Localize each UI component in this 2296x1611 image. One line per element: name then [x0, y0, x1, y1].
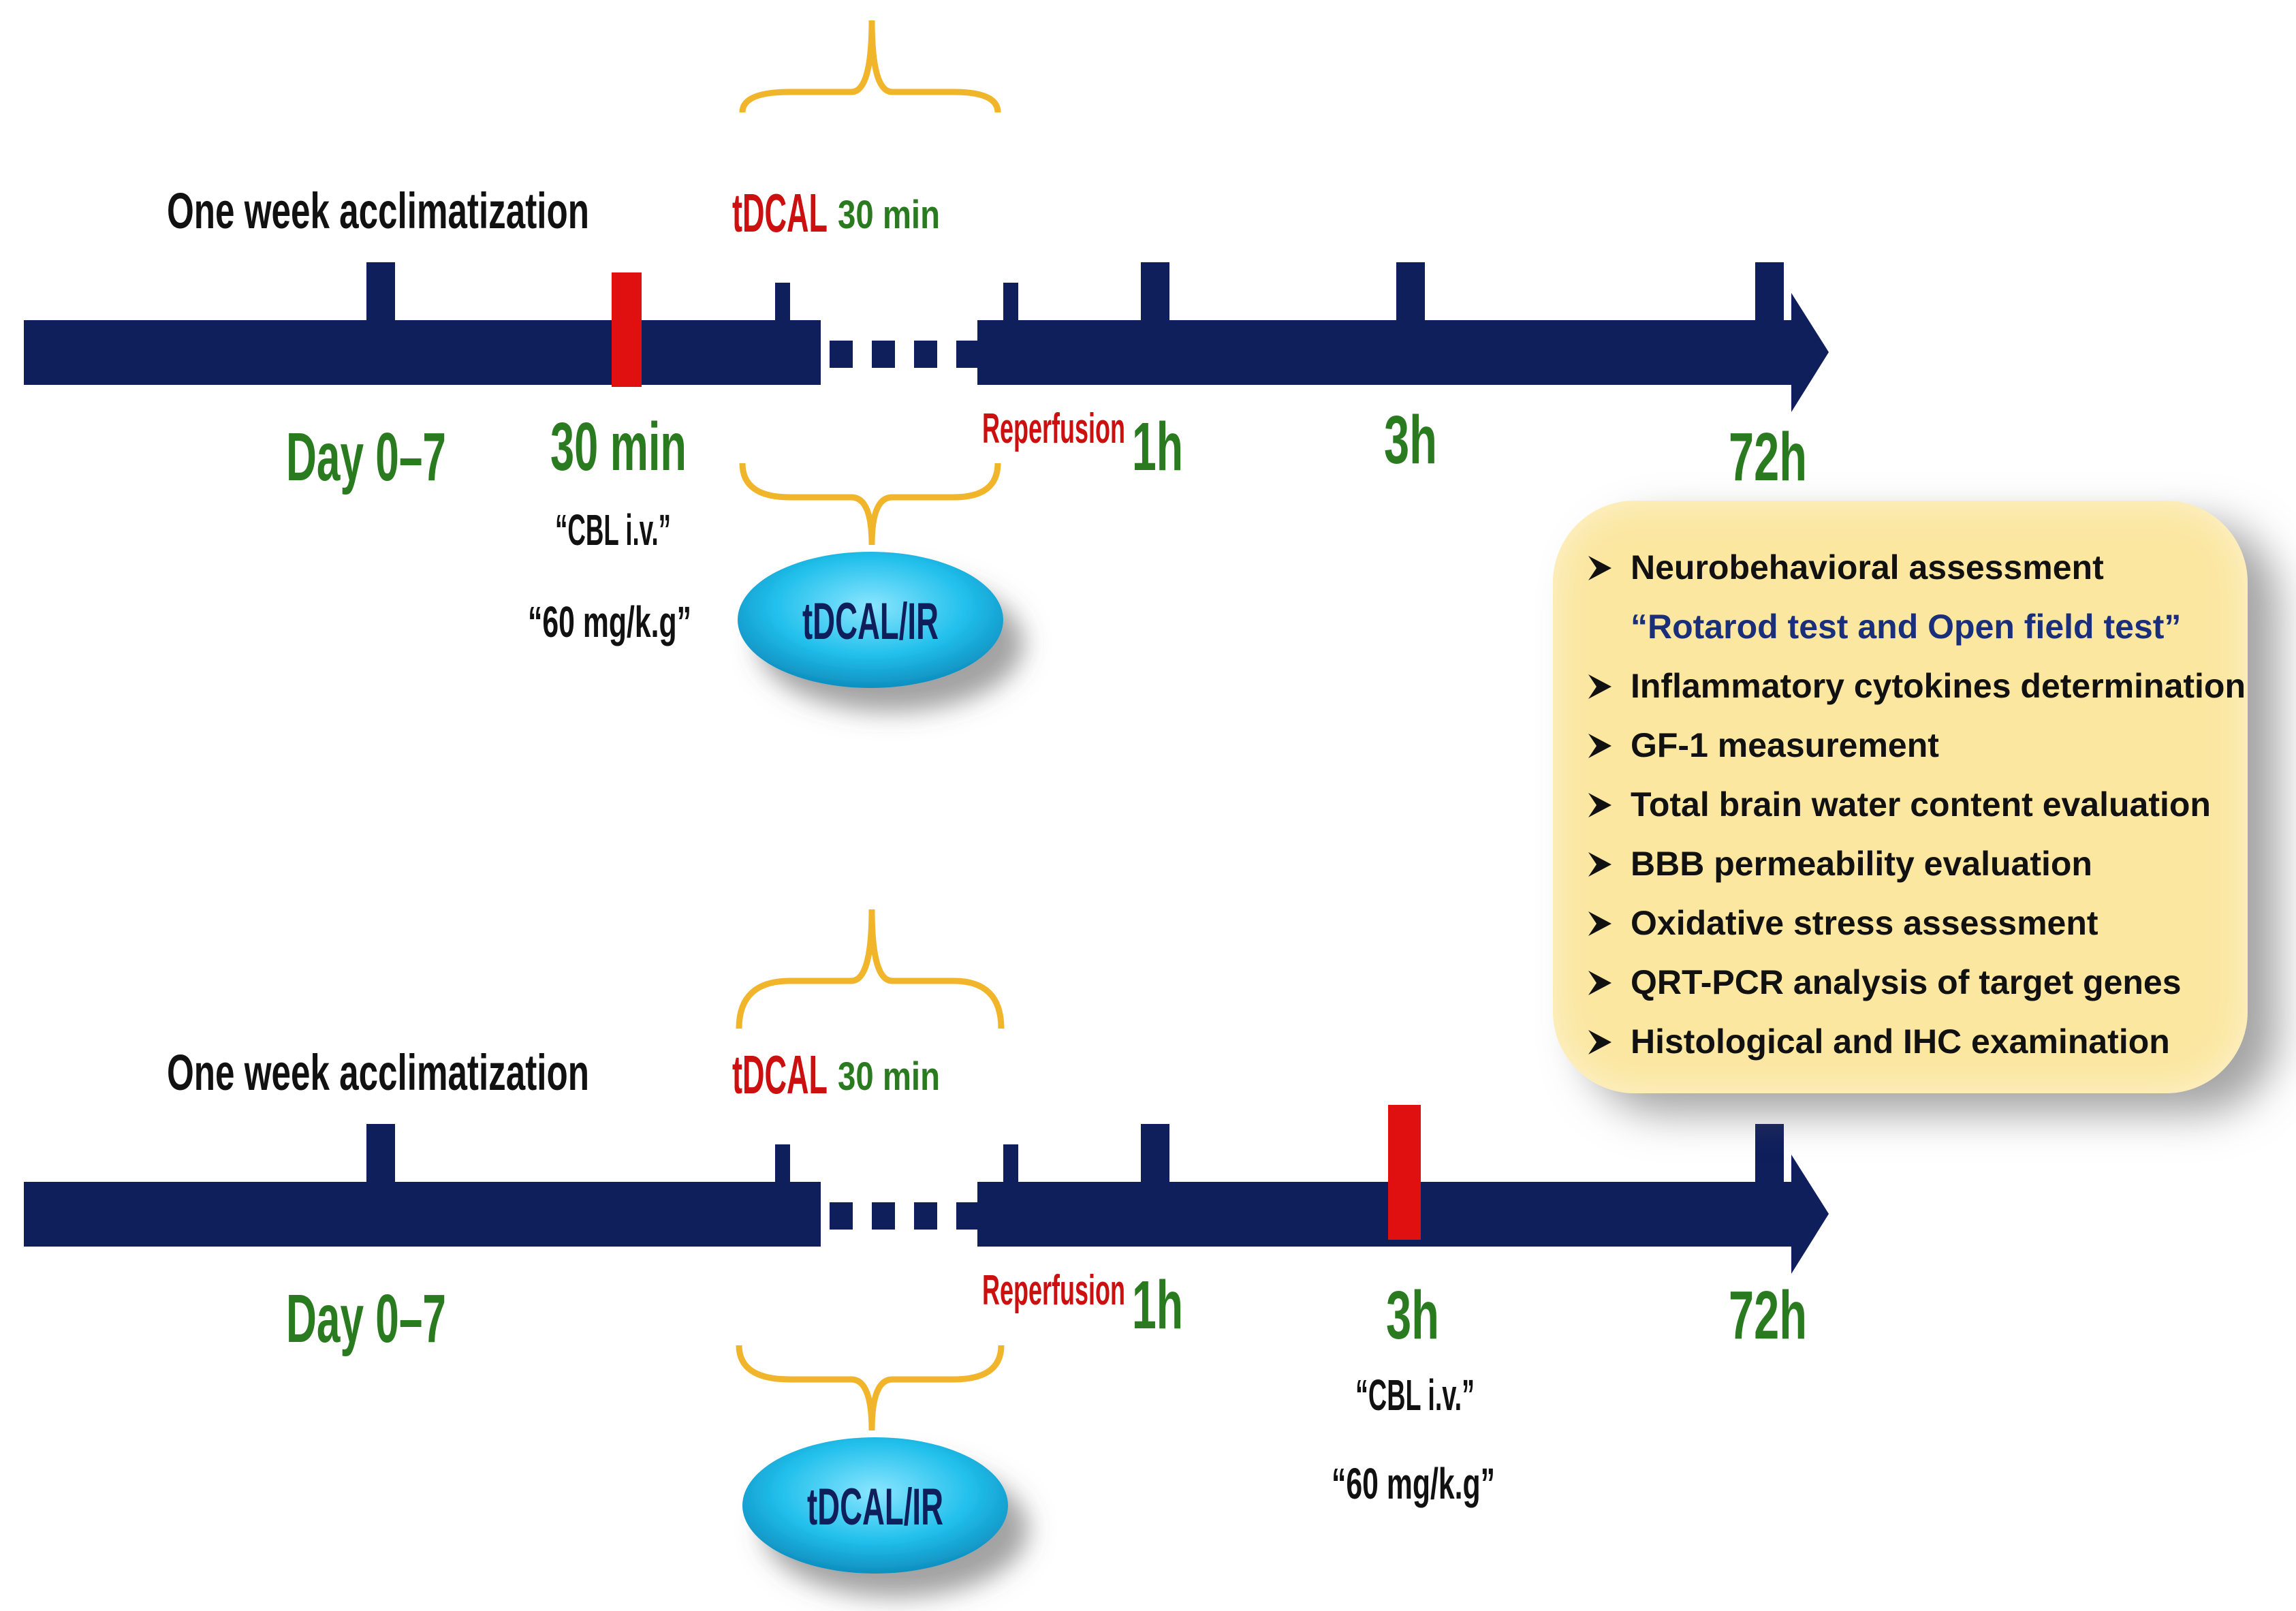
top-tick-injection: [612, 272, 642, 387]
bottom-tdcal-label: tDCAL: [732, 1044, 828, 1105]
bottom-bar-dot-3: [914, 1202, 937, 1230]
top-3h-label: 3h: [1384, 402, 1437, 478]
top-reperfusion-label: Reperfusion: [982, 405, 1125, 452]
assessment-item-label: BBB permeability evaluation: [1631, 845, 2092, 883]
assessment-item: Inflammatory cytokines determination: [1573, 657, 2246, 716]
bottom-bar-dot-2: [872, 1202, 895, 1230]
top-tick-day7: [366, 262, 395, 324]
top-procedure-ellipse: tDCAL/IR: [738, 552, 1003, 688]
bottom-tick-day7: [366, 1124, 395, 1185]
bottom-72h-label: 72h: [1729, 1277, 1807, 1354]
arrowhead-bullet-icon: [1588, 556, 1611, 580]
bottom-bar-dot-4: [956, 1202, 979, 1230]
bottom-bar-arrowhead: [1791, 1155, 1829, 1274]
arrowhead-bullet-icon: [1588, 734, 1611, 758]
assessment-item-label: Oxidative stress assessment: [1631, 904, 2098, 942]
top-bar-dot-4: [956, 341, 979, 368]
assessment-item-label: GF-1 measurement: [1631, 726, 1939, 764]
bottom-procedure-label: tDCAL/IR: [807, 1478, 943, 1536]
arrowhead-bullet-icon: [1588, 793, 1611, 817]
top-bar-dot-3: [914, 341, 937, 368]
arrowhead-bullet-icon: [1588, 852, 1611, 877]
top-brace-lower: [739, 463, 1001, 546]
top-brace-upper: [739, 20, 1001, 113]
assessment-subitem-label: “Rotarod test and Open field test”: [1631, 608, 2182, 646]
assessment-item-label: Neurobehavioral assessment: [1631, 548, 2104, 586]
assessment-item-label: QRT-PCR analysis of target genes: [1631, 963, 2182, 1001]
assessment-item: GF-1 measurement: [1573, 716, 2227, 775]
top-tdcal-label: tDCAL: [732, 183, 828, 243]
top-drug-label: “CBL i.v.”: [555, 505, 671, 554]
top-dose-label: “60 mg/k.g”: [528, 597, 691, 646]
top-injection-time-label: 30 min: [550, 409, 687, 485]
top-tick-tdcal-start: [775, 283, 790, 324]
arrowhead-bullet-icon: [1588, 911, 1611, 936]
bottom-duration-label: 30 min: [838, 1054, 940, 1099]
arrowhead-bullet-icon: [1588, 971, 1611, 995]
assessment-item: QRT-PCR analysis of target genes: [1573, 953, 2227, 1012]
bottom-day-label: Day 0–7: [286, 1281, 446, 1357]
bottom-brace-lower: [736, 1345, 1005, 1431]
bottom-tick-72h: [1755, 1124, 1784, 1185]
bottom-tick-tdcal-start: [775, 1144, 790, 1185]
assessment-item: Neurobehavioral assessment: [1573, 538, 2227, 597]
bottom-drug-label: “CBL i.v.”: [1355, 1371, 1475, 1420]
top-tick-1h: [1141, 262, 1169, 324]
top-bar-arrowhead: [1791, 293, 1829, 412]
top-bar-dot-1: [830, 341, 853, 368]
top-1h-label: 1h: [1132, 409, 1183, 485]
arrowhead-bullet-icon: [1588, 674, 1611, 699]
bottom-bar-left: [24, 1182, 821, 1247]
assessment-subitem: “Rotarod test and Open field test”: [1573, 597, 2227, 657]
top-procedure-label: tDCAL/IR: [802, 593, 939, 651]
assessment-panel: Neurobehavioral assessment “Rotarod test…: [1553, 501, 2248, 1093]
bottom-1h-label: 1h: [1132, 1267, 1183, 1343]
assessment-item: BBB permeability evaluation: [1573, 834, 2227, 894]
assessment-item: Histological and IHC examination: [1573, 1012, 2227, 1072]
assessment-list: Neurobehavioral assessment “Rotarod test…: [1573, 538, 2246, 1072]
top-timeline: One week acclimatization tDCAL 30 min Da…: [24, 20, 1829, 688]
top-acclimatization-label: One week acclimatization: [167, 183, 589, 239]
bottom-bar-dot-1: [830, 1202, 853, 1230]
bottom-brace-upper: [736, 909, 1005, 1029]
arrowhead-bullet-icon: [1588, 1030, 1611, 1054]
top-bar-dot-2: [872, 341, 895, 368]
top-tick-reperfusion: [1003, 283, 1018, 324]
bottom-tick-1h: [1141, 1124, 1169, 1185]
assessment-item: Oxidative stress assessment: [1573, 894, 2227, 953]
top-bar-left: [24, 320, 821, 385]
assessment-item-label: Histological and IHC examination: [1631, 1022, 2170, 1061]
assessment-item: Total brain water content evaluation: [1573, 775, 2227, 834]
assessment-item-label: Inflammatory cytokines determination: [1631, 667, 2246, 705]
assessment-item-label: Total brain water content evaluation: [1631, 785, 2211, 824]
bottom-tick-reperfusion: [1003, 1144, 1018, 1185]
top-tick-72h: [1755, 262, 1784, 324]
top-tick-3h: [1396, 262, 1425, 324]
top-72h-label: 72h: [1729, 419, 1807, 495]
top-bar-right: [977, 320, 1805, 385]
bottom-timeline: One week acclimatization tDCAL 30 min Da…: [24, 909, 1829, 1574]
top-duration-label: 30 min: [838, 193, 940, 237]
bottom-tick-injection: [1388, 1105, 1421, 1240]
top-day-label: Day 0–7: [286, 419, 446, 495]
bottom-reperfusion-label: Reperfusion: [982, 1267, 1125, 1314]
bottom-procedure-ellipse: tDCAL/IR: [742, 1437, 1008, 1574]
bottom-dose-label: “60 mg/k.g”: [1332, 1459, 1495, 1508]
bottom-3h-label: 3h: [1386, 1277, 1439, 1354]
bottom-acclimatization-label: One week acclimatization: [167, 1044, 589, 1101]
